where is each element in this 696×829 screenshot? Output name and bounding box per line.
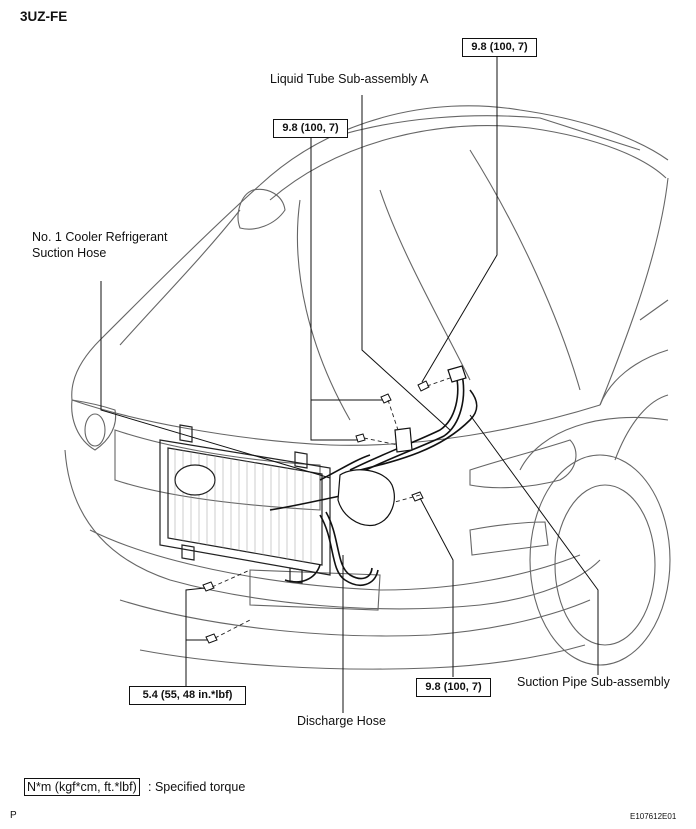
side-mirror [237,188,286,230]
leader-cooler-hose [100,281,331,479]
condenser-pipe-lower [284,564,321,583]
dash-receiver [387,399,399,431]
bumper-middle [89,529,581,591]
figure-id: E107612E01 [630,812,677,821]
headlight-left [71,399,117,451]
liquid-tube-pipe [349,369,459,471]
torque-box-bottom-right: 9.8 (100, 7) [416,678,491,697]
engine-label: 3UZ-FE [20,9,68,24]
suction-pipe-label: Suction Pipe Sub-assembly [517,675,670,689]
grille-outline [114,429,321,511]
discharge-hose-label: Discharge Hose [297,714,386,728]
liquid-tube-label: Liquid Tube Sub-assembly A [270,72,429,86]
leader-bottom-left-torque [185,587,206,686]
torque-box-top-right: 9.8 (100, 7) [462,38,537,57]
windshield-glass [339,115,641,151]
discharge-hose-inner [325,511,373,580]
condenser-pipe-upper [269,494,346,511]
bumper-lower [119,599,591,637]
legend-unit-box: N*m (kgf*cm, ft.*lbf) [24,778,140,796]
bumper-top [64,449,601,610]
front-wheel [529,454,671,666]
condenser-mount-bottom-right [289,567,303,584]
bolt-receiver-lower [355,433,366,443]
condenser-core [167,447,323,566]
compressor-body [337,469,395,527]
emblem [174,464,216,496]
hood-front-edge [71,399,601,446]
dash-bolt-right [394,494,421,503]
fender-side [614,394,669,461]
bolt-receiver [380,393,392,404]
hood-crease-center [296,199,351,421]
bolt-top-right [417,380,430,392]
hood-crease-right [469,149,581,391]
headlight-lens-left [84,413,106,447]
leader-liquid-tube [361,95,451,431]
cooler-hose-label-line1: No. 1 Cooler Refrigerant [32,230,168,244]
hood-left-edge [71,184,261,401]
receiver-fitting [394,427,413,453]
legend-description: : Specified torque [148,780,246,794]
condenser-mount-top-right [294,451,308,469]
condenser-frame [159,439,331,576]
license-plate-area [249,569,381,611]
discharge-hose [319,514,379,586]
bolt-condenser-upper [202,581,215,592]
condenser-mount-top-left [179,424,193,443]
door-line [639,299,669,321]
leader-bottom-right-torque [419,497,454,677]
torque-box-top-center: 9.8 (100, 7) [273,119,348,138]
cooler-hose-label-line2: Suction Hose [32,246,107,260]
fender-right [599,349,669,406]
hood-crease-left [119,209,241,346]
fog-light-right [469,521,549,556]
windshield-lower-edge [269,125,667,201]
front-wheel-inner [554,484,656,646]
footer-left-code: P [10,810,17,821]
suction-hose [319,454,371,481]
wheel-arch [519,416,669,471]
leader-suction-pipe [469,414,599,675]
hood-right-edge [599,177,669,406]
pipe-end-fitting [447,365,467,383]
suction-pipe [359,389,478,471]
dash-bolt-top [426,377,451,387]
bumper-bottom [139,644,586,670]
headlight-right [469,439,577,489]
hood-center-line [379,189,471,381]
dash-receiver-lower [363,437,399,446]
condenser-mount-bottom-left [181,544,195,561]
torque-box-bottom-left: 5.4 (55, 48 in.*lbf) [129,686,246,705]
leader-top-center-torque [310,137,358,441]
bolt-condenser-lower [205,633,218,644]
leader-top-right-torque [421,56,498,383]
liquid-tube-pipe-inner [353,369,465,477]
